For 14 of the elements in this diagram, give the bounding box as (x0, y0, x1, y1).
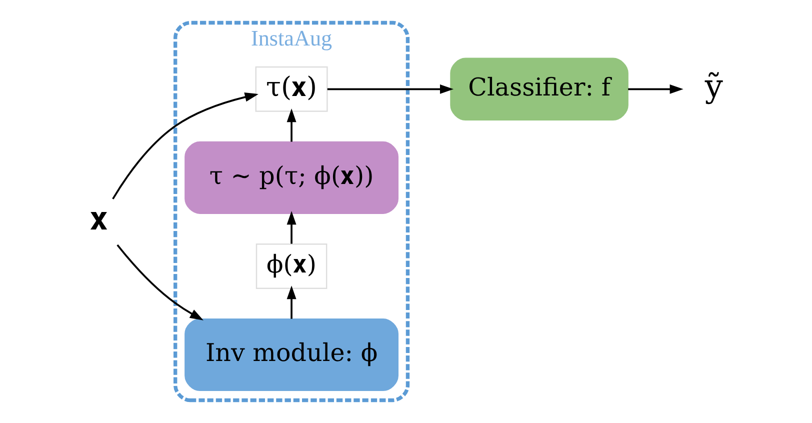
arrow (286, 108, 296, 142)
arrow (286, 211, 296, 244)
node-box: ϕ(𝐱) (255, 243, 327, 289)
arrow (286, 286, 296, 319)
arrow (326, 84, 454, 94)
arrow (116, 244, 203, 320)
node-box: τ(𝐱) (254, 66, 328, 112)
node-text: 𝐱 (90, 200, 108, 238)
node-text: ỹ (704, 66, 722, 105)
arrow (628, 84, 683, 94)
node-box: Inv module: ϕ (184, 318, 398, 392)
arrow (112, 92, 258, 200)
node-box: τ ∼ p(τ; ϕ(𝐱)) (184, 141, 398, 214)
node-box: Classifier: f (450, 58, 628, 121)
